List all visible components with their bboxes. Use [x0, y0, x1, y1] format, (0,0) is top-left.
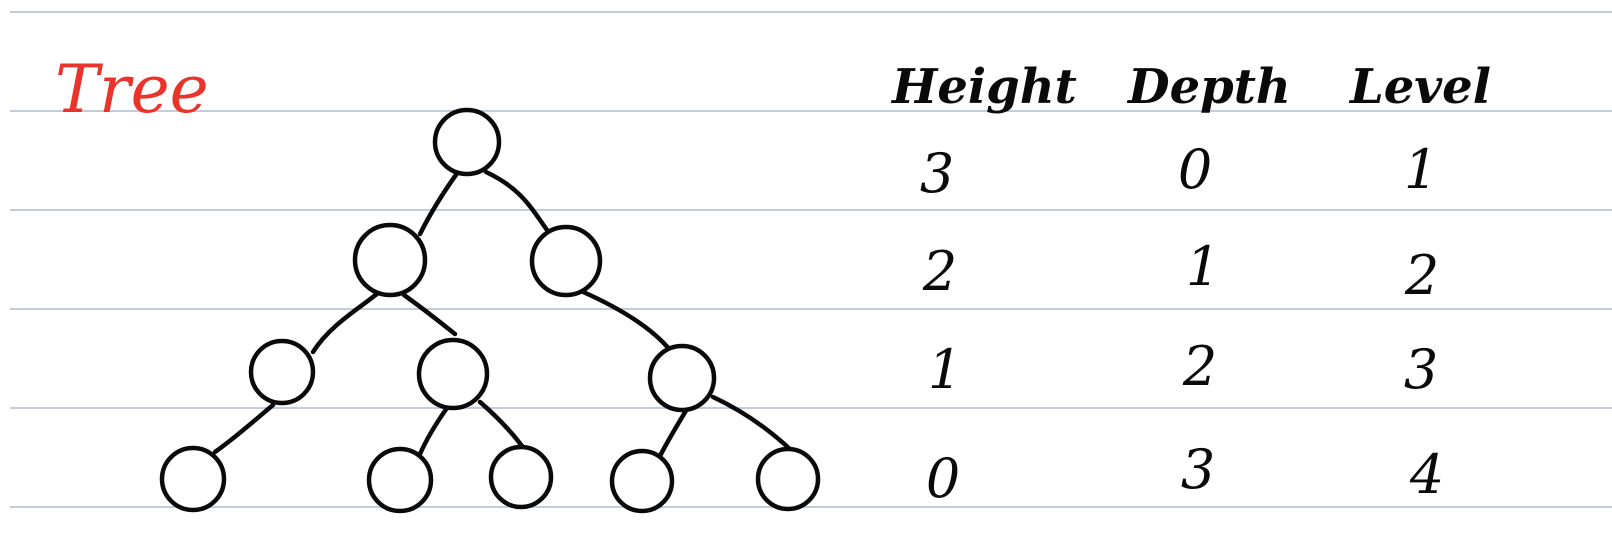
tree-node-leaf	[366, 446, 434, 514]
table-row: 1 2 3	[928, 335, 1438, 401]
depth-value: 2	[1182, 335, 1217, 398]
tree-edge	[656, 406, 690, 461]
tree-nodes	[159, 107, 821, 514]
table-row: 2 1 2	[922, 235, 1439, 307]
height-value: 3	[920, 142, 954, 205]
height-value: 1	[928, 338, 962, 401]
tree-node-leaf	[755, 446, 821, 512]
header-height: Height	[890, 59, 1077, 115]
tree-node-leaf	[609, 448, 675, 514]
level-value: 3	[1404, 338, 1438, 401]
tree-node	[416, 337, 490, 411]
table-row: 0 3 4	[926, 438, 1444, 510]
tree-node-root	[432, 107, 502, 177]
table-body: 3 0 1 2 1 2 1 2 3 0 3 4	[920, 138, 1444, 510]
tree-edge	[417, 169, 461, 237]
ruled-lines	[10, 11, 1612, 508]
level-value: 2	[1404, 244, 1439, 307]
header-level: Level	[1348, 59, 1491, 115]
tree-node	[529, 224, 603, 298]
header-depth: Depth	[1126, 59, 1291, 115]
level-value: 4	[1409, 443, 1444, 506]
depth-value: 3	[1181, 438, 1215, 501]
height-value: 0	[926, 447, 960, 510]
tree-edge	[212, 402, 276, 455]
tree-edges	[212, 169, 796, 461]
tree-edge	[578, 288, 673, 353]
tree-edge	[483, 169, 550, 233]
tree-edge	[401, 292, 458, 337]
level-value: 1	[1404, 138, 1438, 201]
tree-edge	[417, 405, 450, 457]
tree-node	[248, 338, 316, 406]
table-row: 3 0 1	[920, 138, 1438, 205]
tree-node	[647, 343, 717, 413]
tree-edge	[477, 399, 525, 449]
tree-edge	[310, 290, 381, 355]
height-value: 2	[922, 240, 957, 303]
depth-value: 1	[1186, 235, 1220, 298]
tree-node-leaf	[488, 444, 554, 510]
tree-edge	[710, 394, 796, 455]
page-title: Tree	[55, 51, 209, 128]
tree-node	[352, 222, 428, 298]
tree-node-leaf	[159, 445, 227, 513]
depth-value: 0	[1178, 138, 1212, 201]
table-headers: Height Depth Level	[890, 59, 1491, 115]
